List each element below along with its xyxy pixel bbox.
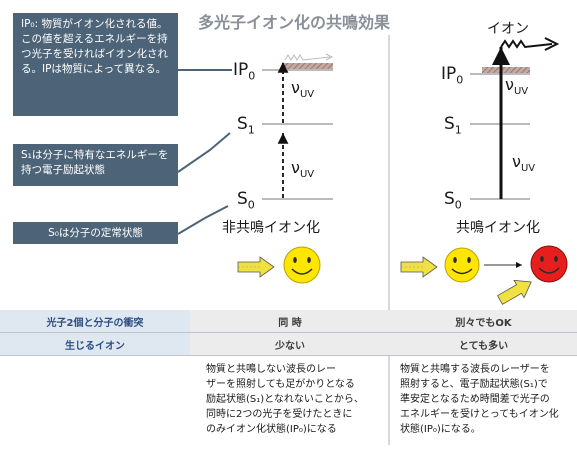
- left-ip-hatch: [283, 63, 333, 69]
- right-collision-value: 別々でもOK: [390, 310, 577, 333]
- right-description: 物質と共鳴する波長のレーザーを 照射すると、電子励起状態(S₁)で 準安定となる…: [390, 356, 577, 458]
- comparison-table: 光子2個と分子の衝突 同 時 別々でもOK 生じるイオン 少ない とても多い 物…: [0, 310, 577, 458]
- table-row-description: 物質と共鳴しない波長のレー ザーを照射しても足がかりとなる 励起状態(S₁)とな…: [0, 356, 577, 458]
- right-ion-squiggle: [501, 41, 552, 47]
- left-ions-value: 少ない: [190, 333, 390, 356]
- right-smiley-red-icon: [531, 246, 567, 282]
- left-smiley-icon: [284, 247, 320, 283]
- table-row: 光子2個と分子の衝突 同 時 別々でもOK: [0, 310, 577, 333]
- right-laser-arrow-2: [495, 273, 536, 308]
- left-nu-lower: νUV: [291, 158, 314, 180]
- right-ip-label: IP0: [441, 64, 463, 86]
- left-nu-upper: νUV: [291, 78, 314, 100]
- left-description: 物質と共鳴しない波長のレー ザーを照射しても足がかりとなる 励起状態(S₁)とな…: [190, 356, 390, 458]
- right-ions-value: とても多い: [390, 333, 577, 356]
- s1-connector: [178, 133, 230, 172]
- right-ip-hatch: [482, 67, 530, 73]
- right-nu-lower: νUV: [512, 152, 535, 174]
- left-s1-label: S1: [237, 114, 255, 136]
- row-header-collision: 光子2個と分子の衝突: [0, 310, 190, 333]
- left-ion-squiggle: [285, 55, 330, 60]
- left-ip-label: IP0: [233, 60, 255, 82]
- left-collision-value: 同 時: [190, 310, 390, 333]
- right-nu-upper: νUV: [505, 75, 528, 97]
- right-s0-label: S0: [444, 189, 462, 211]
- table-row: 生じるイオン 少ない とても多い: [0, 333, 577, 356]
- right-s1-label: S1: [444, 114, 462, 136]
- row-header-ions: 生じるイオン: [0, 333, 190, 356]
- right-smiley-yellow-icon: [445, 248, 479, 282]
- s0-connector: [178, 206, 228, 234]
- left-panel-label: 非共鳴イオン化: [222, 217, 320, 237]
- left-s0-label: S0: [237, 189, 255, 211]
- empty-cell: [0, 356, 190, 458]
- right-panel-label: 共鳴イオン化: [456, 217, 540, 237]
- ion-label: イオン: [487, 18, 529, 38]
